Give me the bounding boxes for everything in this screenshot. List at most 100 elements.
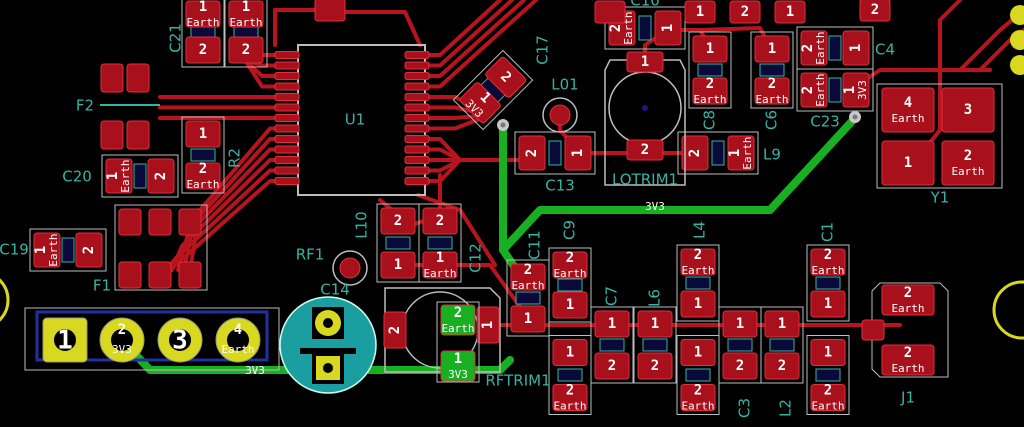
- pad-1[interactable]: 1: [594, 310, 630, 338]
- pad-partial[interactable]: 2: [729, 0, 761, 24]
- pad-1[interactable]: 1: [764, 310, 800, 338]
- pad-partial[interactable]: 1: [774, 0, 806, 24]
- pad-2[interactable]: 2: [422, 207, 458, 235]
- component-l6[interactable]: 12: [633, 306, 677, 384]
- pad-2[interactable]: 2: [75, 232, 103, 268]
- pad-1[interactable]: 1: [680, 339, 716, 366]
- rftrim1-pad-2[interactable]: 2: [383, 311, 407, 349]
- pad-1[interactable]: 1: [552, 291, 588, 319]
- connector-pin-1[interactable]: 1: [42, 317, 88, 363]
- pad-1[interactable]: 1: [692, 35, 728, 63]
- pad-partial[interactable]: [594, 0, 626, 24]
- y1-pad-3[interactable]: 3: [941, 87, 995, 133]
- pad-2[interactable]: 2: [147, 158, 175, 194]
- component-lotrim1[interactable]: 12: [604, 51, 686, 186]
- pad-1[interactable]: 1: [680, 290, 716, 318]
- pad-2[interactable]: 2: [637, 352, 673, 380]
- component-c7[interactable]: 12: [590, 306, 634, 384]
- pad-1[interactable]: 1: [810, 290, 846, 318]
- pad-1[interactable]: 1: [654, 10, 682, 46]
- component-l2[interactable]: 12: [760, 306, 804, 384]
- pad-2[interactable]: 2: [185, 36, 221, 64]
- testpoint-pad-l01[interactable]: [549, 104, 571, 126]
- component-c14[interactable]: [279, 296, 377, 394]
- lotrim1-pad-1[interactable]: 1: [626, 51, 664, 73]
- pad-2[interactable]: 2: [228, 36, 264, 64]
- pad-partial[interactable]: 2: [859, 0, 891, 22]
- testpoint-pad-rf1[interactable]: [339, 257, 361, 279]
- pad-2[interactable]: 2: [681, 135, 709, 171]
- pad-1[interactable]: 1: [564, 135, 592, 171]
- rftrim1-pad-1[interactable]: 1: [476, 306, 500, 344]
- pad-1[interactable]: 1: [552, 339, 588, 366]
- pad-1[interactable]: 1: [510, 305, 546, 333]
- pad-partial[interactable]: 1: [684, 0, 716, 24]
- component-c3[interactable]: 12: [718, 306, 762, 384]
- pad-1[interactable]: 1: [842, 30, 870, 66]
- component-l10[interactable]: 21: [376, 203, 420, 283]
- component-f1[interactable]: [114, 204, 208, 291]
- component-f2[interactable]: [100, 63, 160, 150]
- pad-2[interactable]: 2: [722, 352, 758, 380]
- pad-1[interactable]: 1: [810, 339, 846, 366]
- pad-1[interactable]: 1: [754, 35, 790, 63]
- pad-2[interactable]: 2: [764, 352, 800, 380]
- lotrim1-pad-2[interactable]: 2: [626, 139, 664, 161]
- pad-partial[interactable]: [314, 0, 346, 22]
- pad-1[interactable]: 1: [722, 310, 758, 338]
- component-u1[interactable]: [274, 44, 430, 196]
- pad-2[interactable]: 2: [380, 207, 416, 235]
- pad-1[interactable]: 1: [380, 251, 416, 279]
- pad-1[interactable]: 1: [637, 310, 673, 338]
- y1-pad-1[interactable]: 1: [881, 140, 935, 186]
- pad-2[interactable]: 2: [518, 135, 546, 171]
- pad-2[interactable]: 2: [485, 56, 527, 98]
- pad-1[interactable]: 1: [185, 120, 221, 148]
